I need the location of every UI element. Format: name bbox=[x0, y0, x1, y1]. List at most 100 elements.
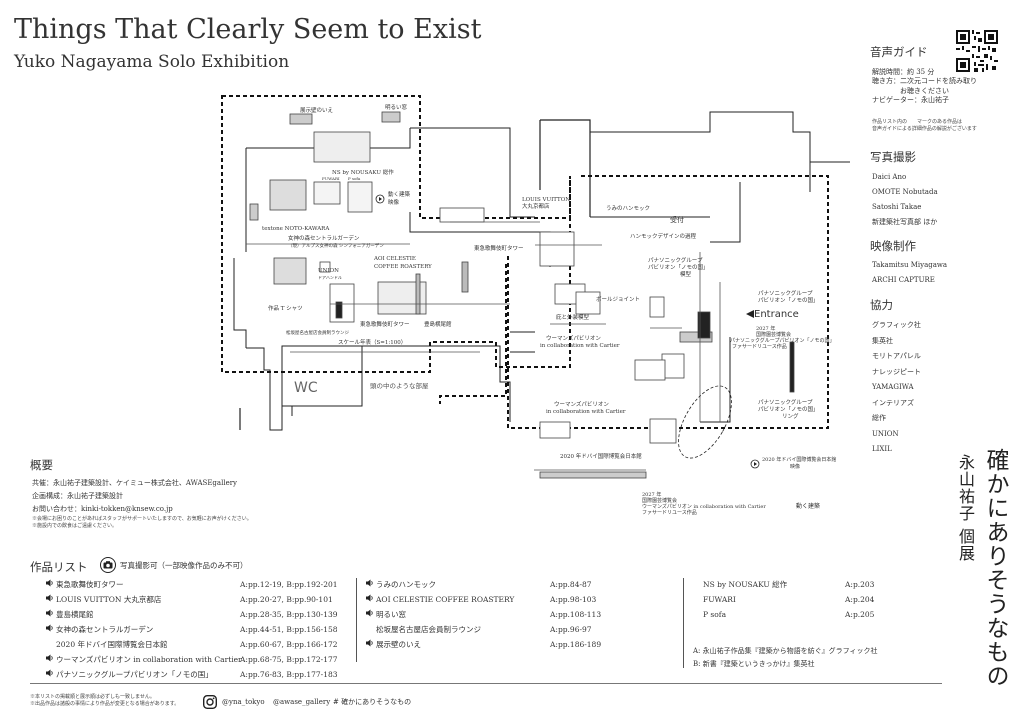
works-list-item: うみのハンモック A:pp.84-87 bbox=[366, 577, 592, 592]
audio-guide-howto-2: お聴きください bbox=[872, 86, 949, 95]
map-label: UNION bbox=[318, 268, 339, 274]
work-pages: A:pp.108-113 bbox=[550, 610, 602, 619]
map-label: 国際園芸博覧会 bbox=[756, 331, 791, 338]
work-name: P sofa bbox=[703, 610, 727, 619]
map-label: LOUIS VUITTON bbox=[522, 197, 570, 203]
map-label: 明るい窓 bbox=[385, 103, 408, 111]
video-credits: Takamitsu Miyagawa ARCHI CAPTURE bbox=[872, 258, 947, 288]
speaker-icon bbox=[46, 592, 56, 607]
work-name: うみのハンモック bbox=[376, 580, 436, 589]
floor-map: 展示壁のいえ 明るい窓 NS by NOUSAKU 総作 動く建築 映像 FUW… bbox=[221, 95, 850, 516]
audio-guide-howto: 聴き方：二次元コードを読み取り bbox=[872, 77, 977, 86]
map-label: うみのハンモック bbox=[606, 205, 650, 212]
cooperation-item: UNION bbox=[872, 429, 899, 438]
map-label: パナソニックグループ bbox=[758, 398, 813, 406]
work-pages: A:pp.60-67, B:pp.166-172 bbox=[240, 640, 338, 649]
work-pages: A:pp.44-51, B:pp.156-158 bbox=[240, 625, 338, 634]
video-credit: ARCHI CAPTURE bbox=[872, 276, 935, 284]
qr-code-icon[interactable] bbox=[956, 30, 998, 72]
audio-guide-heading: 音声ガイド bbox=[870, 45, 928, 59]
map-label: パナソニックグループ bbox=[648, 256, 703, 264]
cooperation-item: 総作 bbox=[872, 414, 886, 422]
works-list-item: パナソニックグループパビリオン「ノモの国」A:pp.76-83, B:pp.17… bbox=[46, 667, 338, 682]
ring-outline bbox=[678, 385, 732, 459]
photo-credit: OMOTE Nobutada bbox=[872, 188, 938, 196]
map-label: 動く建築 bbox=[388, 190, 411, 198]
instagram-icon[interactable] bbox=[203, 695, 217, 709]
audio-guide-note: 作品リスト内の マークのある作品は 音声ガイドによる詳細作品の解説がございます bbox=[872, 119, 977, 132]
map-walls bbox=[233, 111, 850, 431]
work-pages: A:p.204 bbox=[845, 595, 875, 604]
map-labels: 展示壁のいえ 明るい窓 NS by NOUSAKU 総作 動く建築 映像 FUW… bbox=[262, 103, 836, 516]
instagram-handle[interactable]: @yna_tokyo bbox=[222, 698, 265, 706]
work-name: AOI CELESTIE COFFEE ROASTERY bbox=[376, 595, 515, 604]
work-pages: A:p.205 bbox=[845, 610, 875, 619]
page-title: Things That Clearly Seem to Exist bbox=[14, 14, 482, 45]
vertical-sub-title: 永山祐子 個展 bbox=[956, 454, 975, 563]
cooperation-item: YAMAGIWA bbox=[872, 383, 914, 391]
work-name: LOUIS VUITTON 大丸京都店 bbox=[56, 595, 162, 604]
play-icon[interactable] bbox=[375, 194, 385, 204]
work-pages: A:pp.186-189 bbox=[550, 640, 602, 649]
work-name: 展示壁のいえ bbox=[376, 640, 421, 649]
work-name: FUWARI bbox=[703, 595, 736, 604]
footer-divider bbox=[30, 683, 942, 684]
work-name: NS by NOUSAKU 総作 bbox=[703, 580, 788, 589]
audio-guide-note-1: 作品リスト内の マークのある作品は bbox=[872, 119, 963, 125]
cooperation-item: インテリアズ bbox=[872, 398, 914, 407]
cooperation-item: 集英社 bbox=[872, 336, 893, 345]
cooperation-item: LIXIL bbox=[872, 445, 892, 453]
photo-credit: Satoshi Takae bbox=[872, 203, 922, 211]
map-label: 映像 bbox=[388, 198, 400, 206]
speaker-icon bbox=[366, 592, 376, 607]
play-icon[interactable] bbox=[750, 459, 760, 469]
map-label: パナソニックグループパビリオン「ノモの国」 bbox=[730, 337, 835, 344]
map-label: 模型 bbox=[680, 270, 692, 278]
works-list-item: LOUIS VUITTON 大丸京都店 A:pp.20-27, B:pp.90-1… bbox=[46, 592, 333, 607]
map-label: Entrance bbox=[754, 309, 799, 320]
work-pages: A:pp.20-27, B:pp.90-101 bbox=[240, 595, 333, 604]
vertical-main-title: 確かにありそうなもの bbox=[982, 448, 1008, 688]
entrance-arrow-icon bbox=[746, 310, 754, 318]
map-label: 庇と外装模型 bbox=[556, 313, 590, 321]
gallery-handle[interactable]: @awase_gallery bbox=[273, 698, 331, 706]
overview-contact: お問い合わせ：kinki-tokken@knsew.co.jp bbox=[32, 505, 173, 513]
work-pages: A:pp.12-19, B:pp.192-201 bbox=[240, 580, 338, 589]
map-label: textone NOTO-KAWARA bbox=[262, 226, 330, 232]
works-list-item: 2020 年ドバイ国際博覧会日本館 A:pp.60-67, B:pp.166-17… bbox=[46, 637, 338, 652]
cooperation-list: グラフィック社 集英社 モリトアパレル ナレッジピート YAMAGIWA インテ… bbox=[872, 318, 921, 458]
map-label: パビリオン「ノモの国」 bbox=[648, 263, 709, 271]
hashtag[interactable]: # 確かにありそうなもの bbox=[333, 698, 412, 706]
cooperation-item: ナレッジピート bbox=[872, 367, 921, 376]
map-label: COFFEE ROASTERY bbox=[374, 264, 432, 270]
map-label: 国際園芸博覧会 bbox=[642, 497, 677, 504]
footer-notes: ※本リストの掲載順と展示順は必ずしも一致しません。 ※出品作品は諸般の事情により… bbox=[30, 694, 179, 707]
works-list-item: FUWARI A:p.204 bbox=[693, 592, 874, 607]
map-label: 松坂屋名古屋店会員制ラウンジ bbox=[286, 329, 349, 336]
map-label: FUWARI bbox=[322, 176, 340, 181]
map-label: ボールジョイント bbox=[596, 295, 640, 303]
works-list-item: 明るい窓 A:pp.108-113 bbox=[366, 607, 601, 622]
map-label: 2020 年ドバイ国際博覧会日本館 bbox=[560, 452, 642, 460]
map-label: NS by NOUSAKU 総作 bbox=[332, 168, 394, 176]
speaker-icon bbox=[46, 667, 56, 682]
work-pages: A:p.203 bbox=[845, 580, 875, 589]
work-name: 明るい窓 bbox=[376, 610, 406, 619]
overview-note: ※会場にお困りのことがあればスタッフがサポートいたしますので、お気軽にお声がけく… bbox=[32, 516, 252, 522]
map-label: 作品 T シャツ bbox=[268, 304, 303, 312]
map-label: ウーマンズパビリオン in collaboration with Cartier bbox=[642, 503, 766, 510]
map-label: パビリオン「ノモの国」 bbox=[758, 296, 819, 304]
speaker-icon bbox=[46, 577, 56, 592]
play-triangle bbox=[379, 197, 382, 201]
speaker-icon bbox=[366, 577, 376, 592]
work-pages: A:pp.84-87 bbox=[550, 580, 592, 589]
speaker-icon bbox=[366, 637, 376, 652]
list-divider bbox=[683, 578, 684, 668]
map-label: ファサードリユース作品 bbox=[732, 343, 787, 350]
photo-credits: Daici Ano OMOTE Nobutada Satoshi Takae 新… bbox=[872, 170, 938, 230]
work-pages: A:pp.96-97 bbox=[550, 625, 592, 634]
work-name: 2020 年ドバイ国際博覧会日本館 bbox=[56, 640, 168, 649]
